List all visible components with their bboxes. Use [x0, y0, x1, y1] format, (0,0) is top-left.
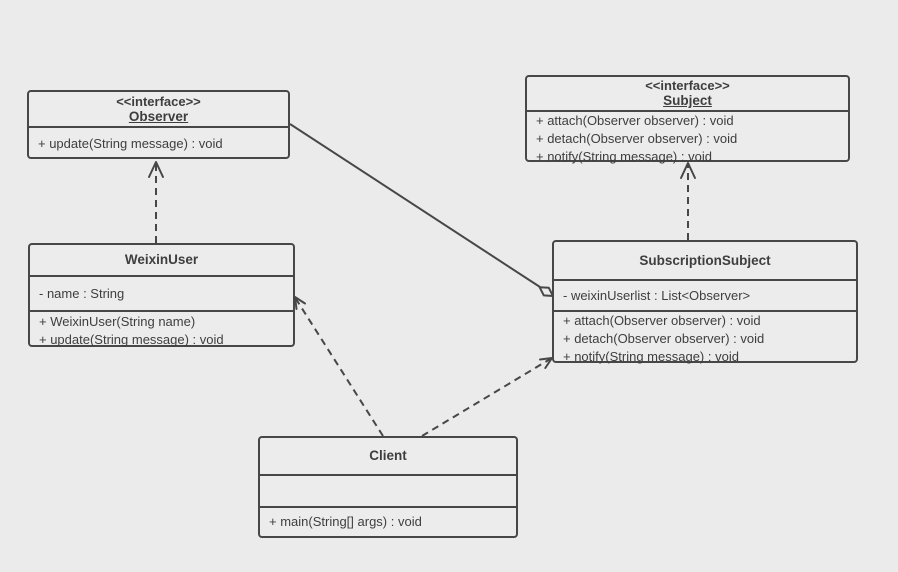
class-name-subscriptionsubject: SubscriptionSubject	[639, 252, 771, 268]
class-box-observer: <<interface>> Observer + update(String m…	[27, 90, 290, 159]
realization-subscriptionsubject-subject	[680, 162, 696, 240]
stereotype-label: <<interface>>	[116, 93, 201, 109]
method-subject-detach: + detach(Observer observer) : void	[536, 131, 738, 146]
class-name-subject: Subject	[663, 93, 712, 108]
method-weixinuser-update: + update(String message) : void	[39, 332, 224, 347]
method-observer-update: + update(String message) : void	[38, 135, 223, 151]
attribute-weixinuser-name: - name : String	[39, 285, 125, 301]
client-empty-attributes	[260, 474, 516, 506]
method-subject-notify: + notify(String message) : void	[536, 149, 712, 164]
open-arrowhead-icon	[294, 296, 306, 310]
realization-weixinuser-observer	[148, 161, 164, 243]
class-box-subscriptionsubject: SubscriptionSubject - weixinUserlist : L…	[552, 240, 858, 364]
class-name-client: Client	[369, 448, 407, 463]
class-box-subject: <<interface>> Subject + attach(Observer …	[525, 75, 850, 164]
dependency-client-weixinuser	[294, 296, 384, 437]
attribute-subscriptionsubject-weixinuserlist: - weixinUserlist : List<Observer>	[563, 287, 751, 303]
stereotype-label: <<interface>>	[645, 78, 730, 93]
class-box-weixinuser: WeixinUser - name : String + WeixinUser(…	[28, 243, 295, 347]
method-client-main: + main(String[] args) : void	[269, 514, 422, 529]
method-subscriptionsubject-attach: + attach(Observer observer) : void	[563, 313, 761, 328]
method-subscriptionsubject-detach: + detach(Observer observer) : void	[563, 331, 765, 346]
method-weixinuser-constructor: + WeixinUser(String name)	[39, 314, 196, 329]
dependency-client-subscriptionsubject	[421, 357, 553, 437]
open-arrowhead-icon	[539, 357, 553, 369]
method-subject-attach: + attach(Observer observer) : void	[536, 113, 734, 128]
class-box-client: Client + main(String[] args) : void	[258, 436, 518, 538]
hollow-diamond-icon	[538, 286, 554, 297]
open-arrowhead-icon	[148, 161, 164, 178]
class-name-weixinuser: WeixinUser	[124, 252, 199, 267]
method-subscriptionsubject-notify: + notify(String message) : void	[563, 349, 739, 364]
open-arrowhead-icon	[680, 162, 696, 179]
class-name-observer: Observer	[128, 108, 189, 124]
aggregation-subscriptionsubject-observer	[289, 123, 554, 297]
